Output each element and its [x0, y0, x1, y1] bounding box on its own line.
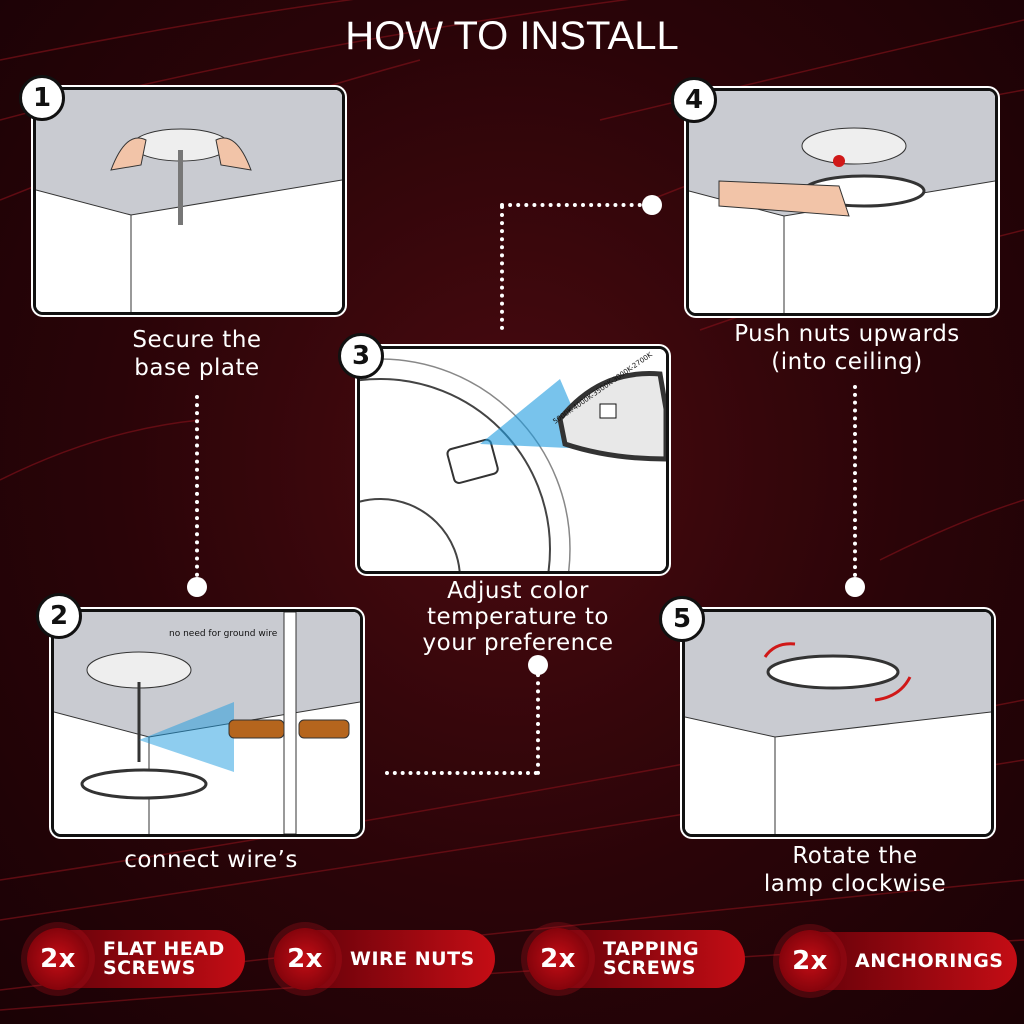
item-label: SCREWS	[603, 957, 696, 979]
caption-line: temperature to	[427, 604, 609, 630]
caption-line: Secure the	[132, 327, 262, 353]
step-3-illustration: 5000K-4000K-3500K-3000K-2700K	[357, 346, 669, 574]
step-5-badge: 5	[659, 596, 705, 642]
connector-dot	[845, 577, 865, 597]
included-wire-nuts: 2x WIRE NUTS	[274, 928, 495, 990]
step-3-badge: 3	[338, 333, 384, 379]
item-label: ANCHORINGS	[855, 949, 1004, 972]
step-4-badge: 4	[671, 77, 717, 123]
caption-line: Rotate the	[792, 843, 918, 869]
included-anchorings: 2x ANCHORINGS	[779, 930, 1017, 992]
step-5-illustration	[682, 609, 994, 837]
connector-dot	[642, 195, 662, 215]
connector-3-4	[500, 205, 504, 330]
page-title: HOW TO INSTALL	[345, 14, 679, 58]
connector-4-5	[853, 385, 857, 585]
item-label: FLAT HEAD	[103, 938, 225, 960]
step-2-illustration: no need for ground wire	[51, 609, 363, 837]
step-4-illustration	[686, 88, 998, 316]
connector-1-2	[195, 395, 199, 585]
item-label: WIRE NUTS	[350, 947, 475, 970]
step-1-illustration	[33, 87, 345, 315]
connector-3-4	[500, 203, 650, 207]
quantity-badge: 2x	[274, 928, 336, 990]
caption-line: your preference	[422, 630, 614, 656]
connector-2-3	[536, 665, 540, 775]
quantity-badge: 2x	[27, 928, 89, 990]
connector-dot	[528, 655, 548, 675]
caption-line: base plate	[134, 355, 260, 381]
item-label: TAPPING	[603, 938, 700, 960]
connector-dot	[187, 577, 207, 597]
quantity-badge: 2x	[527, 928, 589, 990]
item-label: SCREWS	[103, 957, 196, 979]
ground-wire-note: no need for ground wire	[169, 629, 278, 639]
caption-line: lamp clockwise	[763, 871, 947, 897]
connector-2-3	[385, 771, 538, 775]
step-4-caption: Push nuts upwards(into ceiling)	[697, 320, 997, 376]
caption-line: Adjust color	[447, 578, 589, 604]
step-2-caption: connect wire’s	[124, 847, 298, 873]
quantity-badge: 2x	[779, 930, 841, 992]
step-2-badge: 2	[36, 593, 82, 639]
caption-line: (into ceiling)	[771, 349, 923, 375]
step-1-badge: 1	[19, 75, 65, 121]
caption-line: Push nuts upwards	[734, 321, 960, 347]
